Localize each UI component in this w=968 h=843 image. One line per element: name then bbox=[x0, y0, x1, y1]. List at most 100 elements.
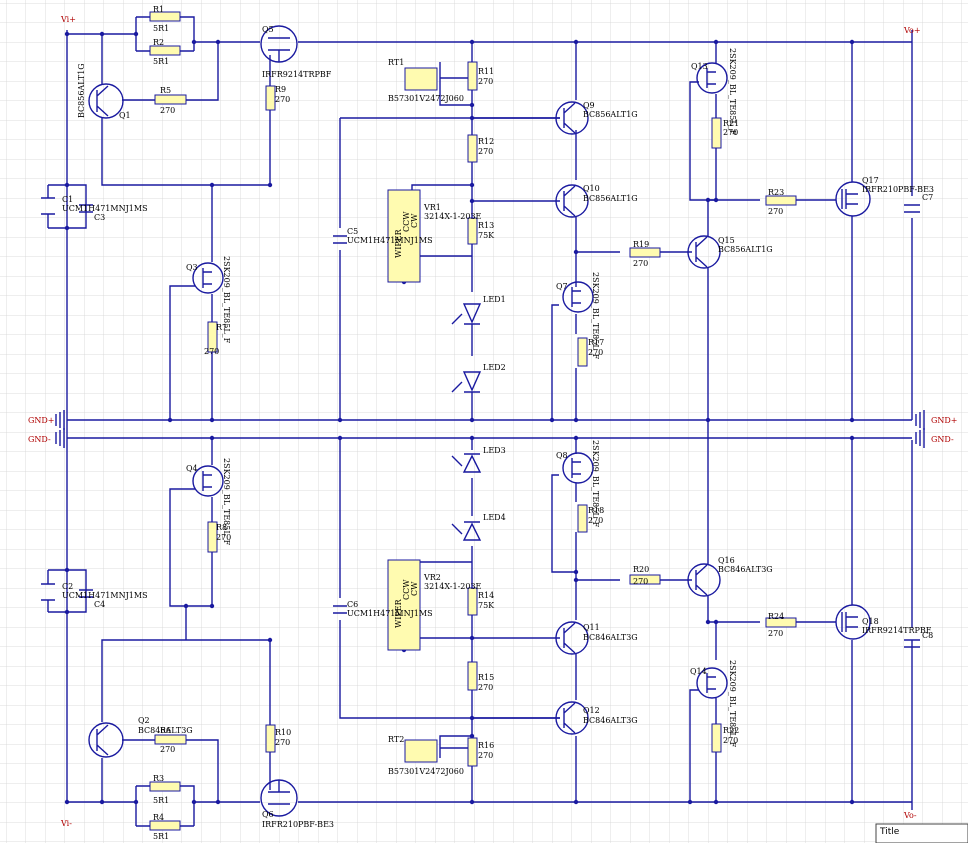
label-r24: R24 bbox=[768, 612, 784, 621]
part-rt1: B57301V2472J060 bbox=[388, 94, 464, 103]
label-r2: R2 bbox=[153, 38, 164, 47]
resistor-r2[interactable] bbox=[149, 45, 181, 56]
resistor-r11[interactable] bbox=[467, 61, 478, 91]
resistor-r19[interactable] bbox=[629, 247, 661, 258]
capacitor-c8[interactable] bbox=[904, 639, 920, 648]
resistor-r12[interactable] bbox=[467, 134, 478, 163]
resistor-r23[interactable] bbox=[765, 195, 797, 206]
label-q15: Q15 bbox=[718, 236, 735, 245]
label-r5: R5 bbox=[160, 86, 171, 95]
label-q4: Q4 bbox=[186, 464, 198, 473]
capacitor-c5[interactable] bbox=[333, 235, 347, 244]
part-q12: BC846ALT3G bbox=[583, 716, 638, 725]
transistor-q11[interactable] bbox=[555, 621, 589, 655]
value-r20: 270 bbox=[633, 577, 648, 586]
vr1-cw-pin: CW bbox=[410, 213, 419, 228]
label-rt1: RT1 bbox=[388, 58, 404, 67]
resistor-r10[interactable] bbox=[265, 724, 276, 753]
label-r20: R20 bbox=[633, 565, 649, 574]
value-r6: 270 bbox=[160, 745, 175, 754]
resistor-r16[interactable] bbox=[467, 737, 478, 767]
transistor-q12[interactable] bbox=[555, 701, 589, 735]
part-q5: IRFR9214TRPBF bbox=[262, 70, 332, 79]
label-c1: C1 bbox=[62, 195, 73, 204]
trimmer-vr1[interactable] bbox=[387, 189, 421, 283]
led-led3[interactable] bbox=[451, 453, 482, 473]
value-r23: 270 bbox=[768, 207, 783, 216]
resistor-r21[interactable] bbox=[711, 117, 722, 149]
resistor-r8[interactable] bbox=[207, 521, 218, 553]
transistor-q16[interactable] bbox=[687, 563, 721, 597]
label-q10: Q10 bbox=[583, 184, 600, 193]
label-q8: Q8 bbox=[556, 451, 568, 460]
part-q14: 2SK209_BL_TE85L_F bbox=[728, 660, 737, 748]
part-q16: BC846ALT3G bbox=[718, 565, 773, 574]
transistor-q17[interactable] bbox=[835, 181, 871, 217]
transistor-q15[interactable] bbox=[687, 235, 721, 269]
vr2-ccw-pin: CCW bbox=[402, 579, 411, 600]
resistor-r9[interactable] bbox=[265, 85, 276, 111]
transistor-q5[interactable] bbox=[260, 25, 298, 63]
resistor-r14[interactable] bbox=[467, 587, 478, 616]
resistor-r3[interactable] bbox=[149, 781, 181, 792]
transistor-q18[interactable] bbox=[835, 604, 871, 640]
capacitor-c1[interactable] bbox=[41, 197, 55, 215]
label-r15: R15 bbox=[478, 673, 494, 682]
ground-symbols bbox=[55, 410, 925, 448]
transistor-q10[interactable] bbox=[555, 184, 589, 218]
capacitor-c7[interactable] bbox=[904, 204, 920, 213]
transistor-q9[interactable] bbox=[555, 101, 589, 135]
label-q11: Q11 bbox=[583, 623, 600, 632]
transistor-q13[interactable] bbox=[696, 62, 728, 94]
resistor-r17[interactable] bbox=[577, 337, 588, 367]
title-label: Title bbox=[879, 827, 900, 837]
transistor-q1[interactable] bbox=[88, 83, 124, 119]
part-q9: BC856ALT1G bbox=[583, 110, 638, 119]
resistors bbox=[149, 11, 797, 831]
capacitor-c2[interactable] bbox=[41, 583, 55, 601]
value-r1: 5R1 bbox=[153, 24, 169, 33]
thermistor-rt2[interactable] bbox=[404, 739, 438, 763]
transistor-q3[interactable] bbox=[192, 262, 224, 294]
capacitor-c3[interactable] bbox=[79, 204, 93, 213]
transistor-q7[interactable] bbox=[562, 281, 594, 313]
label-q6: Q6 bbox=[262, 810, 274, 819]
resistor-r24[interactable] bbox=[765, 617, 797, 628]
transistor-q14[interactable] bbox=[696, 667, 728, 699]
part-q17: IRFR210PBF-BE3 bbox=[862, 185, 934, 194]
thermistor-rt1[interactable] bbox=[404, 67, 438, 91]
led-led2[interactable] bbox=[451, 371, 482, 393]
transistor-q2[interactable] bbox=[88, 722, 124, 758]
resistor-r6[interactable] bbox=[154, 734, 187, 745]
value-r14: 75K bbox=[478, 601, 495, 610]
vr2-cw-pin: CW bbox=[410, 581, 419, 596]
label-r4: R4 bbox=[153, 813, 164, 822]
part-rt2: B57301V2472J060 bbox=[388, 767, 464, 776]
resistor-r5[interactable] bbox=[154, 94, 187, 105]
led-led1[interactable] bbox=[451, 303, 482, 325]
resistor-r18[interactable] bbox=[577, 504, 588, 533]
part-q2: BC846ALT3G bbox=[138, 726, 193, 735]
leds bbox=[451, 303, 482, 541]
transistor-q6[interactable] bbox=[260, 779, 298, 817]
part-q4: 2SK209_BL_TE85L_F bbox=[222, 458, 231, 546]
resistor-r7[interactable] bbox=[207, 321, 218, 353]
label-r9: R9 bbox=[275, 85, 286, 94]
trimmer-vr2[interactable] bbox=[387, 559, 421, 651]
capacitor-c4[interactable] bbox=[79, 589, 93, 598]
label-r19: R19 bbox=[633, 240, 649, 249]
part-vr2: 3214X-1-203E bbox=[424, 582, 482, 591]
resistor-r20[interactable] bbox=[629, 574, 661, 585]
resistor-r15[interactable] bbox=[467, 661, 478, 691]
label-q9: Q9 bbox=[583, 101, 595, 110]
resistor-r4[interactable] bbox=[149, 820, 181, 831]
value-r11: 270 bbox=[478, 77, 493, 86]
transistor-q4[interactable] bbox=[192, 465, 224, 497]
transistor-q8[interactable] bbox=[562, 452, 594, 484]
resistor-r13[interactable] bbox=[467, 217, 478, 245]
led-led4[interactable] bbox=[451, 521, 482, 541]
resistor-r1[interactable] bbox=[149, 11, 181, 22]
part-q3: 2SK209_BL_TE85L_F bbox=[222, 256, 231, 344]
capacitor-c6[interactable] bbox=[333, 605, 347, 614]
resistor-r22[interactable] bbox=[711, 723, 722, 753]
